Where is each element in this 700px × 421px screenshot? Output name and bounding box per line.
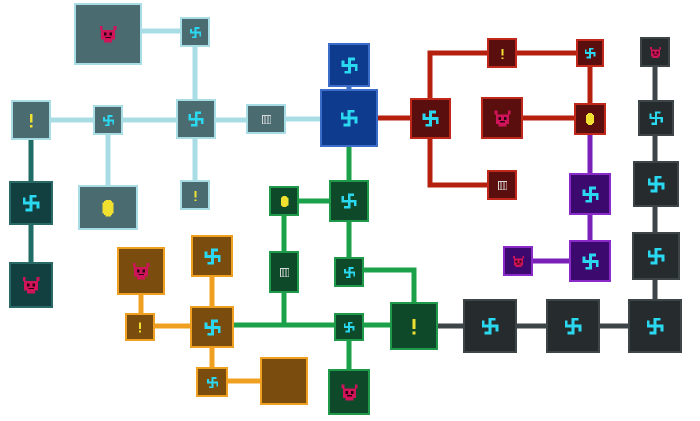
room-g-coin[interactable] (269, 186, 299, 216)
iron-gate-icon (497, 180, 507, 190)
exclamation-icon (412, 319, 416, 335)
room-d-p3[interactable] (632, 232, 680, 280)
portal-swirl-icon (582, 186, 598, 202)
gold-coin-icon (280, 195, 288, 207)
room-g-p2[interactable] (334, 257, 364, 287)
room-r-key[interactable] (487, 38, 517, 68)
room-s-key2[interactable] (180, 180, 210, 210)
room-o-key[interactable] (125, 313, 155, 341)
room-s-p2[interactable] (93, 105, 123, 135)
corridor-red-10 (427, 50, 590, 98)
room-pu-boss[interactable] (503, 246, 533, 276)
room-s-p3[interactable] (176, 99, 216, 139)
portal-swirl-icon (340, 109, 358, 127)
exclamation-icon (501, 48, 503, 59)
portal-swirl-icon (22, 194, 40, 212)
room-o-p1[interactable] (191, 235, 233, 277)
portal-swirl-icon (649, 111, 663, 125)
room-r-coin[interactable] (574, 103, 606, 135)
room-r-ptop[interactable] (576, 39, 604, 67)
gold-coin-icon (586, 113, 594, 125)
room-pu-p2[interactable] (569, 240, 611, 282)
room-s-p1[interactable] (180, 17, 210, 47)
gold-coin-icon (102, 199, 114, 216)
portal-swirl-icon (582, 253, 598, 269)
room-d-boss[interactable] (640, 37, 670, 67)
corridor-red-11 (427, 139, 487, 188)
room-d-p4[interactable] (463, 299, 517, 353)
room-b-main[interactable] (320, 89, 378, 147)
exclamation-icon (29, 113, 33, 128)
portal-swirl-icon (204, 248, 220, 264)
portal-swirl-icon (646, 317, 664, 335)
portal-swirl-icon (343, 266, 355, 278)
portal-swirl-icon (481, 317, 499, 335)
room-d-p5[interactable] (546, 299, 600, 353)
portal-swirl-icon (102, 114, 114, 126)
portal-swirl-icon (584, 47, 596, 59)
portal-swirl-icon (206, 376, 218, 388)
room-b-top[interactable] (328, 43, 370, 87)
room-d-p2[interactable] (633, 161, 679, 207)
room-o-empty[interactable] (260, 357, 308, 405)
room-t-p1[interactable] (9, 181, 53, 225)
corridor-green-22 (364, 267, 417, 302)
demon-skull-icon (494, 110, 510, 126)
room-d-p1[interactable] (638, 100, 674, 136)
room-o-boss[interactable] (117, 247, 165, 295)
portal-swirl-icon (564, 317, 582, 335)
portal-swirl-icon (204, 319, 220, 335)
demon-skull-icon (132, 262, 150, 280)
room-o-p2[interactable] (196, 367, 228, 397)
room-d-p6[interactable] (628, 299, 682, 353)
room-g-p1[interactable] (329, 180, 369, 222)
iron-gate-icon (279, 267, 289, 277)
portal-swirl-icon (189, 26, 201, 38)
room-g-key[interactable] (390, 302, 438, 350)
demon-skull-icon (649, 46, 661, 58)
room-r-hub[interactable] (410, 98, 451, 139)
demon-skull-icon (99, 25, 117, 43)
room-r-boss[interactable] (481, 97, 523, 139)
room-s-key1[interactable] (11, 100, 51, 140)
room-g-p3[interactable] (334, 313, 364, 341)
demon-skull-icon (341, 384, 357, 400)
portal-swirl-icon (341, 57, 357, 73)
exclamation-icon (194, 190, 196, 201)
portal-swirl-icon (343, 321, 355, 333)
portal-swirl-icon (647, 247, 665, 265)
demon-skull-icon (512, 255, 524, 267)
room-s-gate[interactable] (246, 104, 286, 134)
exclamation-icon (139, 322, 141, 333)
portal-swirl-icon (647, 175, 665, 193)
room-r-gate[interactable] (487, 170, 517, 200)
room-o-hub[interactable] (190, 306, 234, 348)
portal-swirl-icon (188, 111, 204, 127)
iron-gate-icon (261, 114, 271, 124)
demon-skull-icon (22, 276, 40, 294)
room-s-coin[interactable] (78, 185, 138, 230)
room-s-boss[interactable] (74, 3, 142, 65)
portal-swirl-icon (341, 193, 357, 209)
room-t-boss[interactable] (9, 262, 53, 308)
room-g-boss[interactable] (328, 369, 370, 415)
room-pu-p1[interactable] (569, 173, 611, 215)
room-g-gate[interactable] (269, 251, 299, 293)
portal-swirl-icon (422, 110, 439, 127)
